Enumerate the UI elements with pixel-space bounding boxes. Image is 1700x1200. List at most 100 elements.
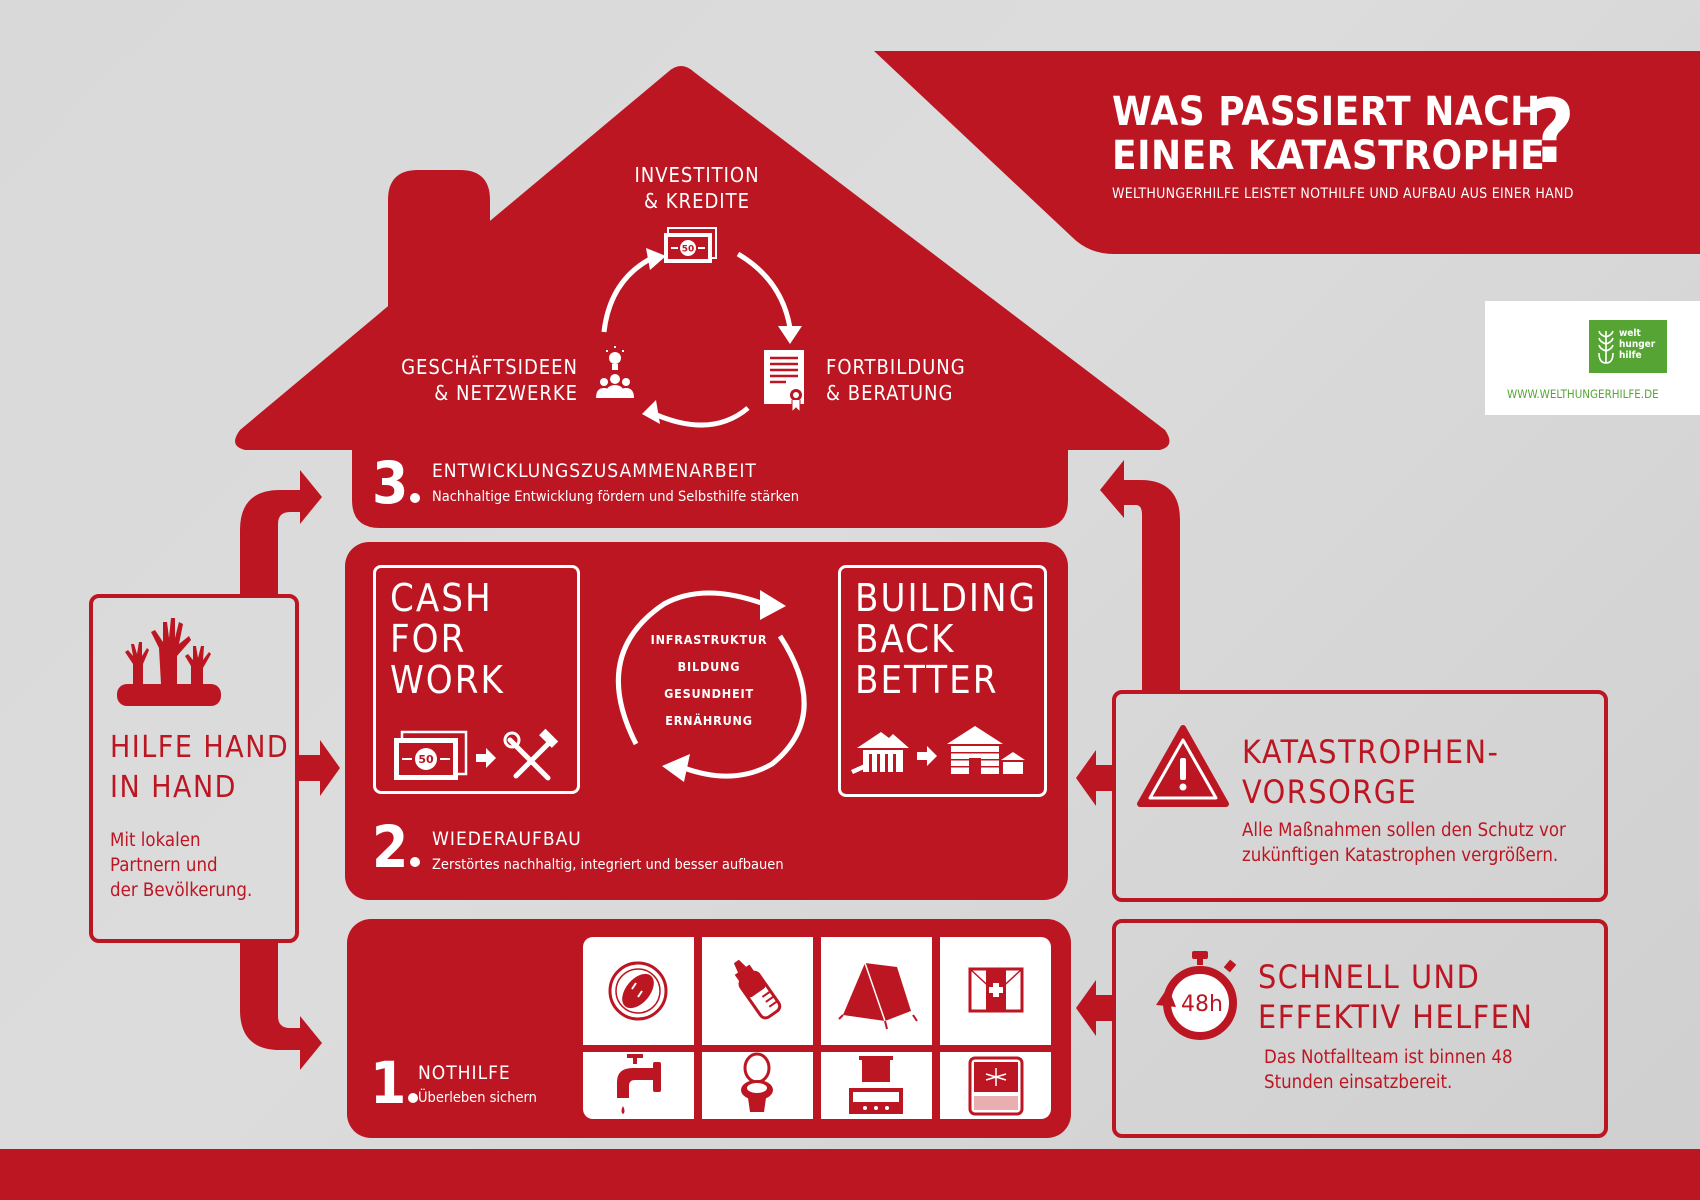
word-gesundheit: GESUNDHEIT xyxy=(664,686,754,701)
fast-title: SCHNELL UND EFFEKTIV HELFEN xyxy=(1258,957,1533,1037)
fortbildung-line-2: & BERATUNG xyxy=(826,381,954,405)
left-text-line-1: Mit lokalen xyxy=(110,830,201,851)
geschaeftsideen-line-1: GESCHÄFTSIDEEN xyxy=(401,355,578,379)
logo-word-hunger: hunger xyxy=(1619,339,1656,350)
left-text-line-2: Partnern und xyxy=(110,855,218,876)
building-back-better-box: BUILDING BACK BETTER xyxy=(838,565,1047,797)
cycle-item-geschaeftsideen: GESCHÄFTSIDEEN & NETZWERKE xyxy=(390,354,578,406)
cfw-line-3: WORK xyxy=(390,658,505,702)
left-text-line-3: der Bevölkerung. xyxy=(110,880,253,901)
word-infrastruktur: INFRASTRUKTUR xyxy=(650,632,768,647)
emergency-aid-grid xyxy=(583,937,1052,1119)
raised-hands-icon xyxy=(117,618,221,706)
fast-title-line-2: EFFEKTIV HELFEN xyxy=(1258,998,1534,1036)
section-2-digit: 2 xyxy=(372,813,409,881)
cash-for-work-box: CASH FOR WORK 50 xyxy=(373,565,580,794)
logo-word-welt: welt xyxy=(1619,328,1641,339)
warning-triangle-icon xyxy=(1137,725,1229,807)
prevention-title-line-1: KATASTROPHEN- xyxy=(1242,733,1500,771)
section-1-digit: 1 xyxy=(370,1049,407,1117)
roof-cycle-arrows xyxy=(601,248,802,428)
word-bildung: BILDUNG xyxy=(677,659,741,674)
money-to-tools-icon: 50 xyxy=(394,728,559,781)
cycle-item-investition: INVESTITION & KREDITE xyxy=(632,162,762,214)
prevention-title-line-2: VORSORGE xyxy=(1242,773,1418,811)
food-plate-icon xyxy=(608,961,668,1021)
tile-mosquito-net xyxy=(940,1052,1051,1119)
section-3-number: 3 xyxy=(372,454,421,512)
prevention-text-line-2: zukünftigen Katastrophen vergrößern. xyxy=(1242,845,1559,866)
tent-icon xyxy=(838,962,918,1030)
bbb-line-1: BUILDING xyxy=(855,576,1038,620)
prevention-title: KATASTROPHEN- VORSORGE xyxy=(1242,732,1499,812)
section-2-title: WIEDERAUFBAU xyxy=(432,828,582,850)
fast-left-arrow xyxy=(1076,980,1112,1036)
left-title-line-1: HILFE HAND xyxy=(110,730,290,765)
rebuild-cycle-arrows xyxy=(615,590,807,782)
tile-water xyxy=(583,1052,694,1119)
mosquito-net-icon xyxy=(968,1056,1024,1116)
section-3-title: ENTWICKLUNGSZUSAMMENARBEIT xyxy=(432,460,757,482)
fast-text: Das Notfallteam ist binnen 48 Stunden ei… xyxy=(1264,1045,1513,1095)
question-mark: ? xyxy=(1529,80,1576,183)
rebuild-cycle-words: INFRASTRUKTUR BILDUNG GESUNDHEIT ERNÄHRU… xyxy=(629,632,789,728)
bbb-line-2: BACK xyxy=(855,617,956,661)
certificate-icon xyxy=(764,350,804,414)
cash-for-work-title: CASH FOR WORK xyxy=(390,578,505,701)
fast-text-line-1: Das Notfallteam ist binnen 48 xyxy=(1264,1047,1513,1068)
baby-bottle-icon xyxy=(733,959,782,1020)
tile-cooking xyxy=(821,1052,932,1119)
cycle-item-fortbildung: FORTBILDUNG & BERATUNG xyxy=(826,354,1006,406)
page-title: WAS PASSIERT NACH EINER KATASTROPHE ? xyxy=(1112,88,1575,179)
left-panel-text: Mit lokalen Partnern und der Bevölkerung… xyxy=(110,828,252,903)
word-ernaehrung: ERNÄHRUNG xyxy=(665,713,753,728)
fortbildung-line-1: FORTBILDUNG xyxy=(826,355,966,379)
section-1-number: 1 xyxy=(370,1054,419,1112)
stopwatch-48h-icon: 48h xyxy=(1156,951,1237,1040)
prevention-left-arrow xyxy=(1076,750,1112,806)
toilet-icon xyxy=(741,1052,773,1112)
page-subtitle: WELTHUNGERHILFE LEISTET NOTHILFE UND AUF… xyxy=(1112,186,1574,202)
tile-tent xyxy=(821,937,932,1045)
roof xyxy=(235,66,1170,528)
tile-first-aid xyxy=(940,937,1051,1045)
wheat-icon xyxy=(1598,330,1614,364)
title-banner xyxy=(874,51,1700,254)
house-rebuild-icon xyxy=(851,726,1025,774)
section-2-number: 2 xyxy=(372,818,421,876)
svg-text:50: 50 xyxy=(682,245,695,255)
website-link[interactable]: WWW.WELTHUNGERHILFE.DE xyxy=(1507,387,1659,401)
tile-toilet xyxy=(702,1052,813,1119)
welthungerhilfe-logo: welt hunger hilfe xyxy=(1589,320,1667,373)
schnell-effektiv-panel: 48h SCHNELL UND EFFEKTIV HELFEN Das Notf… xyxy=(1112,919,1608,1138)
left-panel-title: HILFE HAND IN HAND xyxy=(110,728,289,808)
section-1-title: NOTHILFE xyxy=(418,1062,511,1084)
cooking-stove-icon xyxy=(849,1056,903,1114)
footer-bar xyxy=(0,1149,1700,1200)
idea-network-icon xyxy=(596,346,634,398)
logo-word-hilfe: hilfe xyxy=(1619,350,1642,361)
prevention-text-line-1: Alle Maßnahmen sollen den Schutz vor xyxy=(1242,820,1566,841)
title-line-1: WAS PASSIERT NACH xyxy=(1112,89,1541,135)
geschaeftsideen-line-2: & NETZWERKE xyxy=(434,381,578,405)
first-aid-kit-icon xyxy=(968,967,1024,1013)
water-tap-icon xyxy=(617,1054,661,1114)
section-2-subtitle: Zerstörtes nachhaltig, integriert und be… xyxy=(432,857,784,873)
tile-baby-bottle xyxy=(702,937,813,1045)
svg-text:50: 50 xyxy=(418,753,434,766)
cfw-line-2: FOR xyxy=(390,617,467,661)
section-1-subtitle: Überleben sichern xyxy=(418,1090,537,1106)
katastrophenvorsorge-panel: KATASTROPHEN- VORSORGE Alle Maßnahmen so… xyxy=(1112,690,1608,902)
money-bill-icon: 50 xyxy=(664,227,717,263)
left-right-arrow xyxy=(299,740,340,796)
hilfe-hand-in-hand-panel: HILFE HAND IN HAND Mit lokalen Partnern … xyxy=(89,594,299,943)
title-line-2: EINER KATASTROPHE xyxy=(1112,133,1546,179)
left-down-arrow xyxy=(240,943,322,1070)
right-up-arrow xyxy=(1100,460,1180,690)
left-up-arrow xyxy=(240,470,322,594)
fast-title-line-1: SCHNELL UND xyxy=(1258,958,1481,996)
cfw-line-1: CASH xyxy=(390,576,493,620)
investition-line-1: INVESTITION xyxy=(634,163,760,187)
left-title-line-2: IN HAND xyxy=(110,770,237,805)
logo-box[interactable]: welt hunger hilfe WWW.WELTHUNGERHILFE.DE xyxy=(1485,301,1700,415)
